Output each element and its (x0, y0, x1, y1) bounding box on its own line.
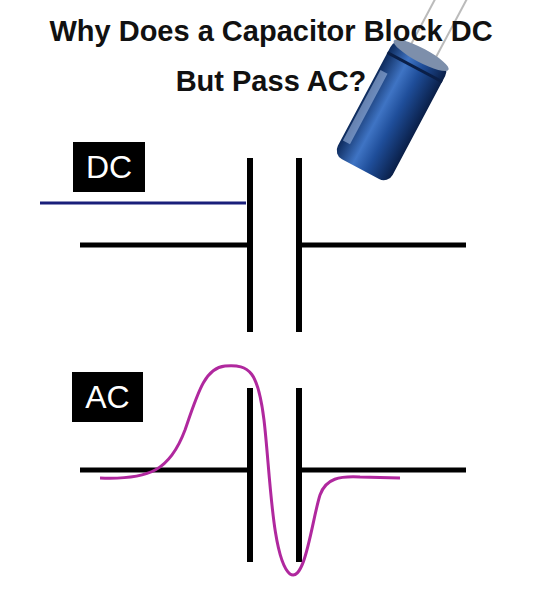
capacitor-plate (247, 388, 253, 562)
capacitor-groove (387, 51, 443, 83)
box-label: AC (85, 379, 129, 416)
wire (80, 468, 250, 473)
dc-signal (40, 202, 246, 205)
wire (300, 243, 466, 248)
box-label: DC (86, 149, 132, 186)
label-box: DC (73, 142, 145, 192)
wire (80, 243, 250, 248)
label-box: AC (72, 372, 143, 422)
wire (300, 468, 466, 473)
capacitor-plate (296, 158, 302, 332)
capacitor-plate (247, 158, 253, 332)
title: Why Does a Capacitor Block DC But Pass A… (36, 6, 506, 106)
capacitor-plate (296, 388, 302, 562)
ac-signal (100, 366, 400, 575)
